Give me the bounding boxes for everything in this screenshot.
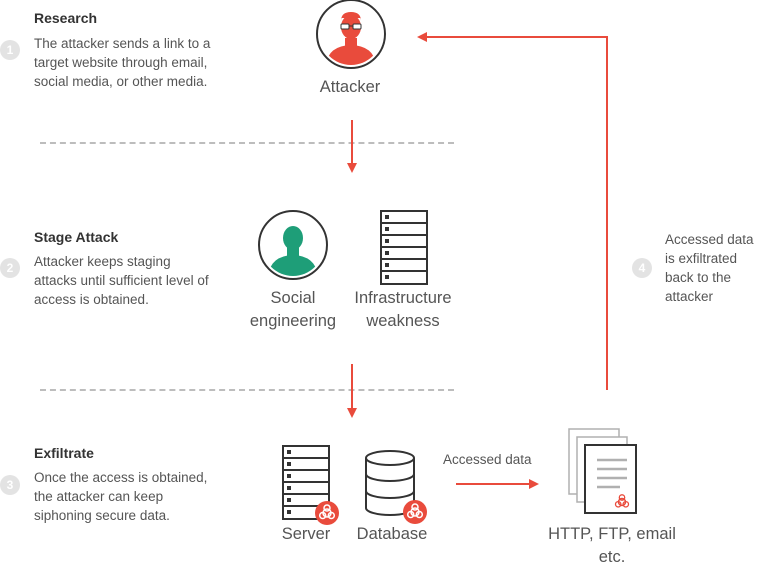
social-engineering-icon bbox=[258, 210, 328, 280]
destination-label-line: HTTP, FTP, email bbox=[548, 525, 676, 543]
step-4-description-line: Accessed data bbox=[665, 232, 754, 247]
step-4-description: Accessed data is exfiltrated back to the… bbox=[665, 230, 761, 306]
document-front-icon bbox=[584, 444, 637, 514]
step-1-description-line: The attacker sends a link to a bbox=[34, 36, 211, 51]
step-3-description-line: siphoning secure data. bbox=[34, 508, 170, 523]
step-3-number: 3 bbox=[0, 475, 20, 495]
server-label: Server bbox=[281, 525, 331, 543]
infrastructure-weakness-label-line: Infrastructure bbox=[354, 289, 452, 307]
social-engineering-label: Social engineering bbox=[243, 287, 343, 333]
step-2-description-line: access is obtained. bbox=[34, 292, 149, 307]
social-engineering-label-line: Social bbox=[270, 289, 316, 307]
destination-label-line: etc. bbox=[598, 548, 626, 566]
step-2-description-line: Attacker keeps staging bbox=[34, 254, 171, 269]
attacker-label: Attacker bbox=[319, 78, 381, 96]
step-2-description-line: attacks until sufficient level of bbox=[34, 273, 209, 288]
step-1-description-line: target website through email, bbox=[34, 55, 208, 70]
destination-label: HTTP, FTP, email etc. bbox=[542, 523, 682, 569]
stage-divider-top bbox=[40, 142, 454, 144]
step-3-description-line: the attacker can keep bbox=[34, 489, 164, 504]
step-2-description: Attacker keeps staging attacks until suf… bbox=[34, 252, 254, 309]
stage-divider-bottom bbox=[40, 389, 454, 391]
step-1-title: Research bbox=[34, 10, 98, 26]
infrastructure-server-icon bbox=[380, 210, 428, 285]
social-engineering-label-line: engineering bbox=[249, 312, 337, 330]
step-3-description-line: Once the access is obtained, bbox=[34, 470, 208, 485]
infrastructure-weakness-label-line: weakness bbox=[366, 312, 440, 330]
step-4-description-line: is exfiltrated bbox=[665, 251, 738, 266]
step-3-description: Once the access is obtained, the attacke… bbox=[34, 468, 254, 525]
arrow-exfiltrate-to-attacker bbox=[417, 32, 608, 390]
infrastructure-weakness-label: Infrastructure weakness bbox=[343, 287, 463, 333]
step-1-description-line: social media, or other media. bbox=[34, 74, 208, 89]
database-label: Database bbox=[356, 525, 428, 543]
step-1-description: The attacker sends a link to a target we… bbox=[34, 34, 254, 91]
database-biohazard-icon bbox=[403, 500, 427, 524]
step-2-number: 2 bbox=[0, 258, 20, 278]
attacker-icon bbox=[316, 0, 386, 69]
document-biohazard-icon bbox=[614, 494, 630, 508]
server-biohazard-icon bbox=[315, 501, 339, 525]
step-1-number: 1 bbox=[0, 40, 20, 60]
accessed-data-label: Accessed data bbox=[443, 452, 532, 467]
step-3-title: Exfiltrate bbox=[34, 445, 94, 461]
step-4-description-line: back to the bbox=[665, 270, 732, 285]
step-4-description-line: attacker bbox=[665, 289, 714, 304]
step-2-title: Stage Attack bbox=[34, 229, 119, 245]
step-4-number: 4 bbox=[632, 258, 652, 278]
